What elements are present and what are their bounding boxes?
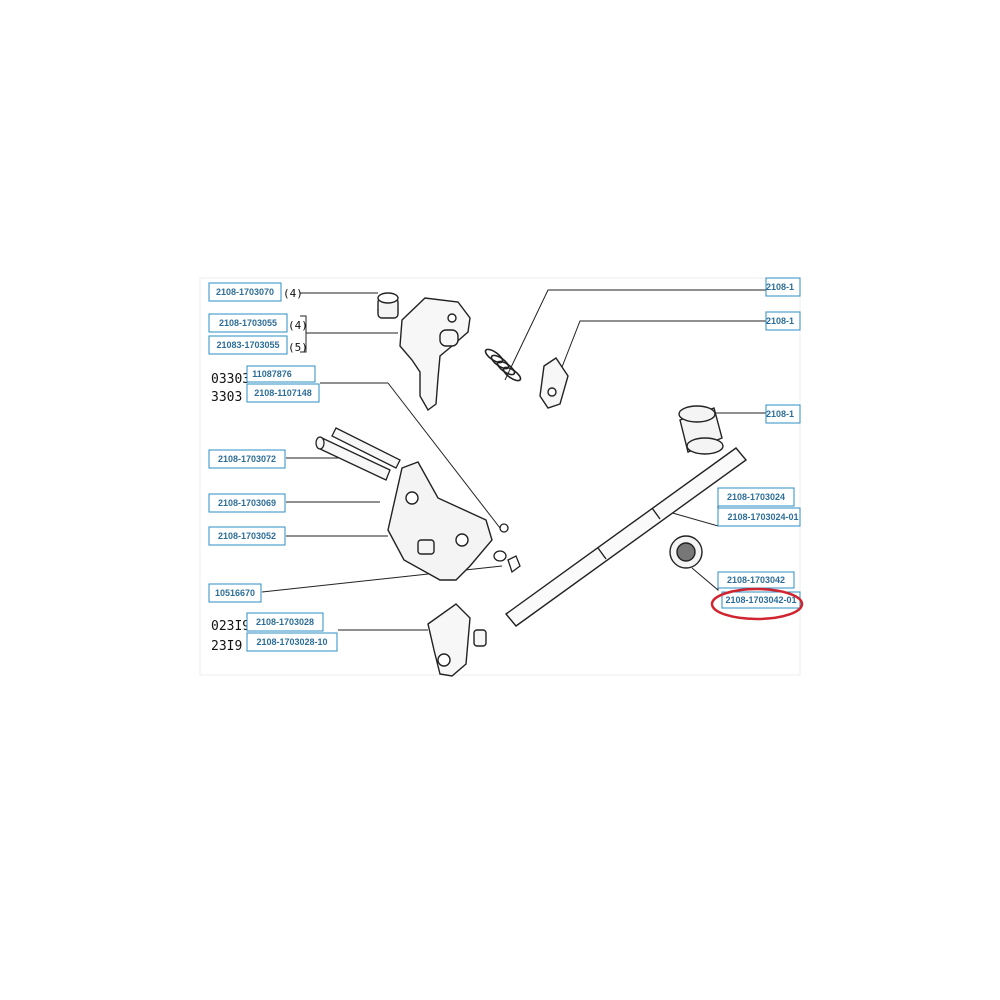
label-11087876[interactable]: 11087876: [246, 365, 316, 383]
shift-lever-part: [427, 603, 487, 677]
label-2108-1703028[interactable]: 2108-1703028: [246, 612, 324, 632]
shift-rod-part: [504, 447, 748, 627]
label-2108-1703028-10[interactable]: 2108-1703028-10: [246, 632, 338, 652]
label-2108-1703052[interactable]: 2108-1703052: [208, 526, 286, 546]
bracket-mark: [300, 315, 307, 353]
svg-text:2108-1703024-01: 2108-1703024-01: [727, 512, 798, 522]
svg-text:2108-1703028-10: 2108-1703028-10: [256, 637, 327, 647]
label-21083-1703055[interactable]: 21083-1703055: [208, 335, 288, 355]
svg-text:2108-1703052: 2108-1703052: [218, 531, 276, 541]
spring-part: [484, 348, 522, 382]
bushing-part: [377, 292, 399, 319]
label-2108-1703070[interactable]: 2108-1703070: [208, 282, 282, 302]
svg-text:2108-1: 2108-1: [766, 316, 794, 326]
svg-text:2108-1703069: 2108-1703069: [218, 498, 276, 508]
svg-text:2108-1107148: 2108-1107148: [254, 388, 312, 398]
code-2319: 23I9: [211, 639, 242, 654]
svg-text:2108-1703042: 2108-1703042: [727, 575, 785, 585]
pins-part: [315, 427, 401, 481]
bearing-part: [669, 535, 703, 569]
label-2108-1703072[interactable]: 2108-1703072: [208, 449, 286, 469]
svg-text:2108-1703072: 2108-1703072: [218, 454, 276, 464]
rod-bushing-part: [678, 405, 724, 455]
part-labels: 2108-1703070 (4) 2108-1703055 (4) 21083-…: [208, 277, 801, 654]
svg-text:10516670: 10516670: [215, 588, 255, 598]
label-right-top-1[interactable]: 2108-1: [765, 277, 801, 297]
code-03303: 03303: [211, 372, 250, 387]
label-right-mid[interactable]: 2108-1: [765, 404, 801, 424]
bracket-part: [387, 461, 493, 581]
svg-text:2108-1703028: 2108-1703028: [256, 617, 314, 627]
svg-text:21083-1703055: 21083-1703055: [216, 340, 279, 350]
nut-washer-part: [493, 523, 521, 574]
svg-text:2108-1703070: 2108-1703070: [216, 287, 274, 297]
label-2108-1703042-01[interactable]: 2108-1703042-01: [721, 591, 801, 609]
label-2108-1703024[interactable]: 2108-1703024: [717, 487, 795, 507]
label-right-top-2[interactable]: 2108-1: [765, 311, 801, 331]
label-2108-1107148[interactable]: 2108-1107148: [246, 383, 320, 403]
label-2108-1703024-01[interactable]: 2108-1703024-01: [717, 507, 801, 527]
marker-5: (5): [288, 341, 308, 354]
marker-4a: (4): [283, 287, 303, 300]
svg-text:2108-1703024: 2108-1703024: [727, 492, 785, 502]
marker-4b: (4): [288, 319, 308, 332]
lock-plate-part: [539, 357, 569, 409]
code-3303: 3303: [211, 390, 242, 405]
label-10516670[interactable]: 10516670: [208, 583, 262, 603]
svg-text:2108-1703055: 2108-1703055: [219, 318, 277, 328]
highlight-ellipse: [710, 587, 804, 621]
svg-text:11087876: 11087876: [252, 369, 292, 379]
label-2108-1703055[interactable]: 2108-1703055: [208, 313, 288, 333]
selector-lever-part: [399, 297, 471, 412]
label-2108-1703069[interactable]: 2108-1703069: [208, 493, 286, 513]
svg-text:2108-1: 2108-1: [766, 282, 794, 292]
svg-text:2108-1: 2108-1: [766, 409, 794, 419]
code-02319: 023I9: [211, 619, 250, 634]
svg-text:2108-1703042-01: 2108-1703042-01: [725, 595, 796, 605]
label-2108-1703042[interactable]: 2108-1703042: [717, 571, 795, 589]
